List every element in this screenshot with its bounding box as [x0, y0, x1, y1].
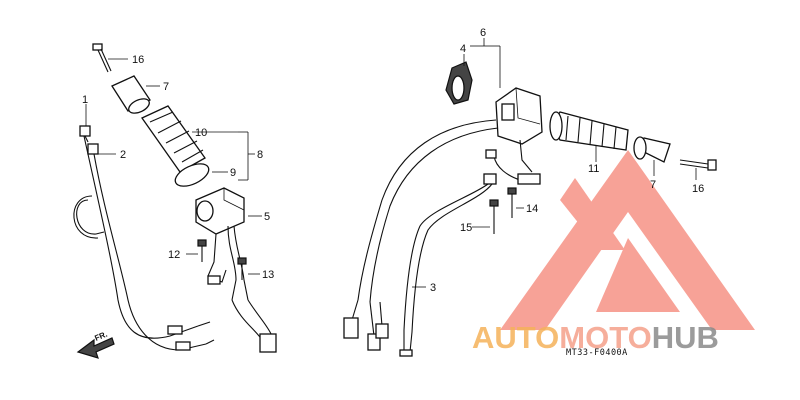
- screw-14-icon: [507, 187, 517, 218]
- callout-11: 11: [588, 163, 599, 175]
- callout-6: 6: [480, 27, 486, 39]
- callout-16-right: 16: [692, 183, 704, 195]
- callout-10: 10: [195, 127, 207, 139]
- callout-9: 9: [230, 167, 236, 179]
- callout-15: 15: [460, 222, 472, 234]
- callout-16: 16: [132, 54, 144, 66]
- left-switch-connector-icon: [259, 333, 277, 353]
- switch-harness-icon: [343, 119, 499, 351]
- grip-ring-icon: [174, 163, 210, 187]
- callout-4: 4: [460, 43, 466, 55]
- callout-2: 2: [120, 149, 126, 161]
- front-direction-arrow-icon: [76, 337, 115, 359]
- grip-end-weight-icon: [111, 75, 151, 114]
- diagram-code: MT33-F0400A: [566, 348, 628, 358]
- watermark-text: AUTOMOTOHUB: [472, 320, 719, 355]
- callout-7-right: 7: [650, 179, 656, 191]
- callout-14: 14: [526, 203, 538, 215]
- watermark-word-hub: HUB: [652, 320, 719, 355]
- callout-7: 7: [163, 81, 169, 93]
- watermark-word-auto: AUTO: [472, 320, 559, 355]
- callout-12: 12: [168, 249, 180, 261]
- right-grip-end-weight-icon: [633, 136, 671, 163]
- switch-lever-icon: [445, 61, 473, 105]
- left-switch-housing-icon: [195, 187, 249, 301]
- left-grip-icon: [141, 105, 206, 173]
- throttle-cables-icon: [73, 104, 215, 351]
- screw-15-icon: [489, 199, 499, 234]
- right-grip-icon: [549, 111, 629, 151]
- callout-8: 8: [257, 149, 263, 161]
- callout-1: 1: [82, 94, 88, 106]
- right-switch-housing-icon: [495, 87, 543, 173]
- callout-5: 5: [264, 211, 270, 223]
- callout-3: 3: [430, 282, 436, 294]
- screw-12-icon: [197, 239, 207, 262]
- screw-13-icon: [237, 257, 247, 280]
- switch-wire-connector-icon: [485, 149, 541, 185]
- direction-label: FR.: [93, 330, 108, 343]
- cable-3-icon: [399, 173, 497, 357]
- bolt-16-right-icon: [679, 159, 717, 171]
- watermark-word-moto: MOTO: [559, 320, 651, 355]
- watermark-logo-icon: [500, 150, 755, 330]
- callout-13: 13: [262, 269, 274, 281]
- bolt-16-icon: [92, 43, 112, 73]
